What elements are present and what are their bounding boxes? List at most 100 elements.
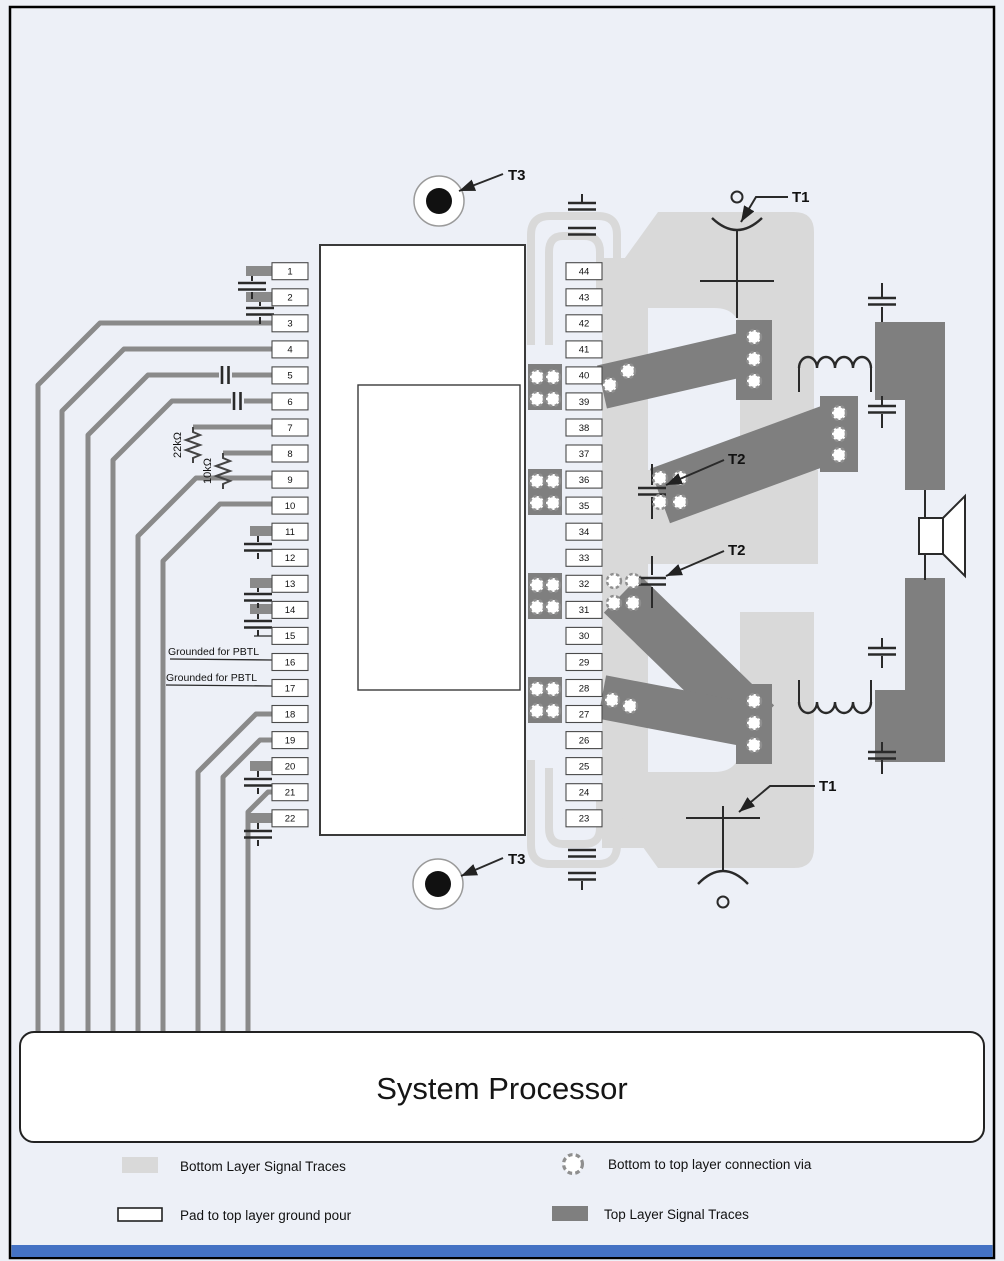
pin-label: 24 bbox=[579, 788, 590, 799]
bottom-layer-swatch bbox=[122, 1157, 158, 1173]
pin-box bbox=[271, 652, 309, 672]
pin-box bbox=[271, 314, 309, 333]
bottom-layer-traces bbox=[527, 212, 818, 868]
via-icon bbox=[544, 368, 562, 386]
legend-via: Bottom to top layer connection via bbox=[608, 1157, 812, 1172]
top-layer-swatch bbox=[552, 1206, 588, 1221]
pin-box bbox=[565, 652, 603, 672]
pin-box bbox=[565, 314, 603, 333]
via-icon bbox=[544, 598, 562, 616]
figure-border bbox=[8, 5, 996, 1260]
pin-box bbox=[565, 678, 603, 698]
pin-box bbox=[565, 262, 603, 281]
via-icon bbox=[651, 469, 669, 487]
pin-box bbox=[565, 600, 603, 619]
pin-box bbox=[565, 522, 603, 541]
pin-label: 1 bbox=[287, 267, 292, 278]
pin-box bbox=[271, 678, 309, 698]
pin-box bbox=[565, 288, 603, 307]
pin-box bbox=[565, 444, 603, 463]
t1-terminal-bottom bbox=[686, 806, 760, 909]
system-processor-title: System Processor bbox=[376, 1071, 628, 1106]
legend: Bottom Layer Signal Traces Bottom to top… bbox=[117, 1152, 812, 1223]
pin-label: 6 bbox=[287, 397, 292, 408]
pin-box bbox=[271, 757, 309, 776]
pin-label: 16 bbox=[285, 657, 296, 668]
ic-body bbox=[319, 244, 526, 836]
pin-label: 13 bbox=[285, 579, 296, 590]
pin-box bbox=[271, 809, 309, 828]
pin-box bbox=[271, 548, 309, 567]
via-icon bbox=[528, 598, 546, 616]
pin-box bbox=[565, 496, 603, 515]
pin-label: 42 bbox=[579, 319, 590, 330]
pin-box bbox=[271, 366, 309, 385]
pin-box bbox=[565, 574, 603, 593]
pin-box bbox=[565, 809, 603, 828]
pin-box bbox=[271, 600, 309, 619]
t3-via-bottom bbox=[412, 858, 464, 910]
t2-capacitor-upper bbox=[636, 464, 668, 519]
pad-swatch bbox=[117, 1207, 163, 1222]
footer-bar bbox=[11, 1245, 993, 1257]
center-capacitors bbox=[566, 194, 598, 890]
ic-thermal-pad bbox=[357, 384, 521, 691]
pin-label: 26 bbox=[579, 735, 590, 746]
via-icon bbox=[544, 680, 562, 698]
via-icon bbox=[745, 736, 763, 754]
pin-label: 25 bbox=[579, 761, 590, 772]
via-icon bbox=[528, 680, 546, 698]
pin-label: 19 bbox=[285, 735, 296, 746]
pin-box bbox=[565, 366, 603, 385]
via-icon bbox=[619, 362, 637, 380]
via-icon bbox=[745, 714, 763, 732]
pin-box bbox=[565, 548, 603, 567]
pin-box bbox=[565, 757, 603, 776]
left-signal-traces bbox=[35, 320, 272, 1031]
pin-label: 18 bbox=[285, 709, 296, 720]
pin-box bbox=[565, 340, 603, 359]
pin-box bbox=[565, 418, 603, 437]
pbtl-label-1: Grounded for PBTL bbox=[168, 646, 259, 658]
pin-label: 14 bbox=[285, 605, 296, 616]
via-icon bbox=[745, 328, 763, 346]
pin-label: 15 bbox=[285, 631, 296, 642]
pin-label: 32 bbox=[579, 579, 590, 590]
pin-box bbox=[271, 626, 309, 645]
t3-label-top: T3 bbox=[508, 167, 526, 184]
pin-label: 41 bbox=[579, 345, 590, 356]
pin-box bbox=[271, 574, 309, 593]
via-icon bbox=[528, 472, 546, 490]
pin-box bbox=[271, 522, 309, 541]
pin-box bbox=[271, 340, 309, 359]
pin-label: 3 bbox=[287, 319, 292, 330]
via-icon bbox=[830, 425, 848, 443]
pin-box bbox=[271, 262, 309, 281]
pin-label: 2 bbox=[287, 293, 292, 304]
right-pin-column: 4443424140393837363534333231302928272625… bbox=[565, 262, 603, 828]
pin-label: 7 bbox=[287, 423, 292, 434]
pin-label: 35 bbox=[579, 501, 590, 512]
pin-label: 34 bbox=[579, 527, 590, 538]
via-icon bbox=[528, 390, 546, 408]
via-icon bbox=[528, 368, 546, 386]
pin-label: 31 bbox=[579, 605, 590, 616]
via-icon bbox=[544, 494, 562, 512]
via-icon bbox=[544, 702, 562, 720]
pin-label: 22 bbox=[285, 814, 296, 825]
legend-top-traces: Top Layer Signal Traces bbox=[604, 1207, 749, 1222]
via-icon bbox=[601, 376, 619, 394]
pin-label: 9 bbox=[287, 475, 292, 486]
via-icon bbox=[745, 350, 763, 368]
pin-label: 20 bbox=[285, 761, 296, 772]
pin-label: 44 bbox=[579, 267, 590, 278]
speaker-icon bbox=[918, 490, 966, 580]
pin-label: 21 bbox=[285, 788, 296, 799]
pin-label: 8 bbox=[287, 449, 292, 460]
ground-stubs bbox=[246, 266, 272, 823]
via-icon bbox=[671, 493, 689, 511]
t3-via-top bbox=[413, 175, 465, 227]
legend-pad: Pad to top layer ground pour bbox=[180, 1208, 352, 1223]
t1-label-top: T1 bbox=[792, 189, 810, 206]
